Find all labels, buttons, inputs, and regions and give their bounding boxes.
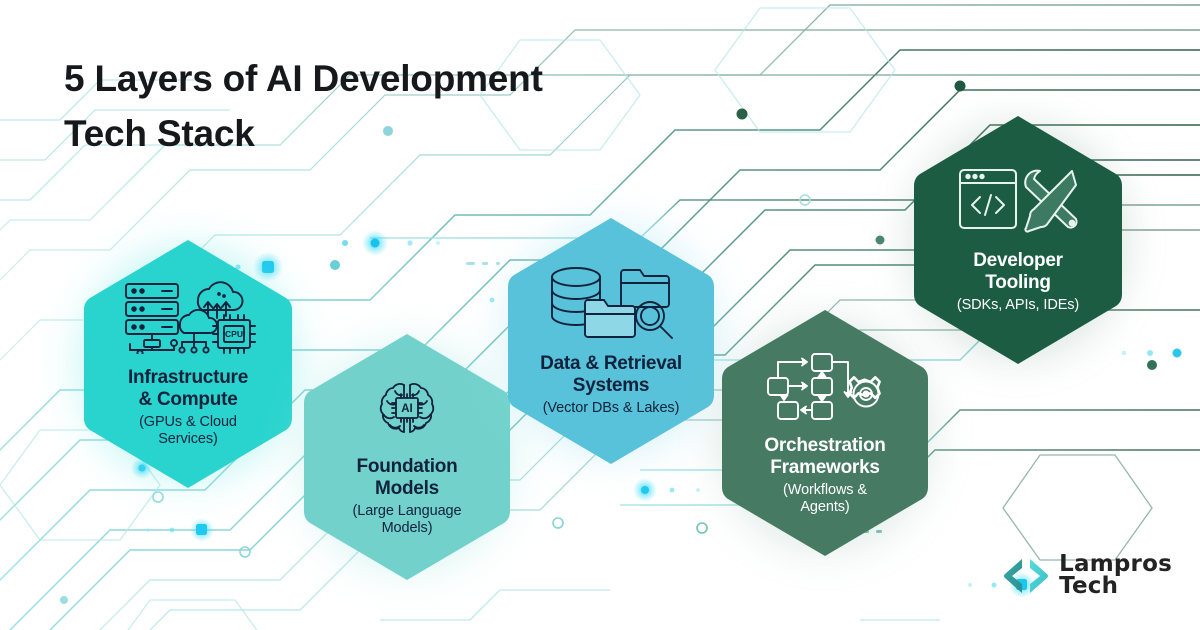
layer-hex-infrastructure-compute[interactable]: CPU Infrastructure & Compute (GPUs & Clo…	[76, 236, 300, 492]
data-retrieval-icon-group	[546, 264, 676, 345]
cpu-chip-label: CPU	[225, 329, 243, 339]
layer-title: Foundation Models	[357, 456, 458, 500]
layer-subtitle-line-1: (Workflows &	[783, 481, 867, 498]
hexagon-shape	[304, 334, 510, 580]
layer-subtitle-line-1: (Vector DBs & Lakes)	[542, 400, 680, 417]
layer-title-line-2: Models	[375, 477, 439, 499]
layer-subtitle: (GPUs & Cloud Services)	[139, 414, 237, 448]
angle-brackets-icon	[1004, 558, 1049, 593]
layer-title-line-1: Orchestration	[764, 434, 886, 456]
layer-subtitle-line-2: Agents)	[800, 499, 850, 516]
layer-subtitle-line-1: (GPUs & Cloud	[139, 413, 237, 430]
layer-title-line-2: Tooling	[985, 272, 1051, 294]
layer-subtitle-line-1: (Large Language	[352, 502, 462, 519]
orchestration-icon-group	[764, 350, 886, 427]
wrench-screwdriver-icon	[1024, 170, 1078, 233]
layer-title-line-2: Frameworks	[770, 456, 880, 478]
layer-title-line-1: Infrastructure	[127, 366, 249, 388]
layer-subtitle: (Vector DBs & Lakes)	[543, 400, 680, 417]
title-line-1: 5 Layers of AI Development	[64, 58, 543, 99]
layer-title-line-1: Data & Retrieval	[540, 353, 682, 375]
layer-title: Orchestration Frameworks	[764, 434, 886, 479]
title-line-2: Tech Stack	[64, 112, 255, 154]
logo-word-line-2: Tech	[1059, 573, 1119, 600]
layer-subtitle: (Workflows & Agents)	[783, 482, 867, 516]
layer-subtitle-line-2: Services)	[158, 431, 218, 448]
server-rack-icon	[125, 282, 179, 335]
layer-title-line-2: Systems	[572, 375, 650, 397]
flowchart-nodes-icon	[767, 352, 853, 420]
layer-subtitle: (SDKs, APIs, IDEs)	[957, 297, 1079, 314]
infrastructure-icon-group: CPU	[120, 280, 256, 359]
brain-ai-chip-icon: AI	[373, 377, 441, 448]
layer-hex-developer-tooling[interactable]: Developer Tooling (SDKs, APIs, IDEs)	[906, 112, 1130, 368]
magnifier-search-icon	[635, 301, 673, 340]
folder-open-icon	[584, 299, 636, 339]
gear-cog-icon	[848, 375, 881, 408]
lampros-tech-logo[interactable]: Lampros Tech	[1002, 550, 1172, 600]
layer-title: Developer Tooling	[973, 250, 1063, 294]
logo-word-line-1: Lampros	[1059, 550, 1172, 577]
page-title: 5 Layers of AI Development Tech Stack	[64, 52, 744, 162]
layer-subtitle-line-2: Models)	[381, 520, 433, 537]
layer-title: Infrastructure & Compute	[128, 367, 248, 411]
layer-title-line-2: & Compute	[138, 388, 238, 410]
brain-chip-label: AI	[401, 403, 413, 415]
layer-subtitle: (Large Language Models)	[353, 503, 462, 537]
layer-title-line-1: Foundation	[356, 455, 458, 477]
hexagon-shape	[722, 310, 928, 556]
hexagon-shape	[508, 218, 714, 464]
cloud-upload-icon	[196, 281, 244, 319]
folder-icon	[620, 269, 670, 309]
layer-title-line-1: Developer	[973, 250, 1063, 272]
cpu-chip-icon: CPU	[212, 313, 256, 354]
layer-subtitle-line-1: (SDKs, APIs, IDEs)	[956, 297, 1080, 314]
cloud-network-icon	[178, 308, 218, 354]
layer-hex-orchestration-frameworks[interactable]: Orchestration Frameworks (Workflows & Ag…	[714, 306, 936, 560]
network-tree-icon	[129, 332, 178, 357]
layer-hex-foundation-models[interactable]: AI Foundation Models (Large Language Mod…	[296, 330, 518, 584]
developer-tooling-icon-group	[956, 165, 1080, 242]
code-window-icon	[959, 169, 1017, 230]
logo-wordmark: Lampros Tech	[1059, 550, 1172, 600]
layer-title: Data & Retrieval Systems	[540, 353, 682, 397]
layer-hex-data-retrieval-systems[interactable]: Data & Retrieval Systems (Vector DBs & L…	[500, 214, 722, 468]
